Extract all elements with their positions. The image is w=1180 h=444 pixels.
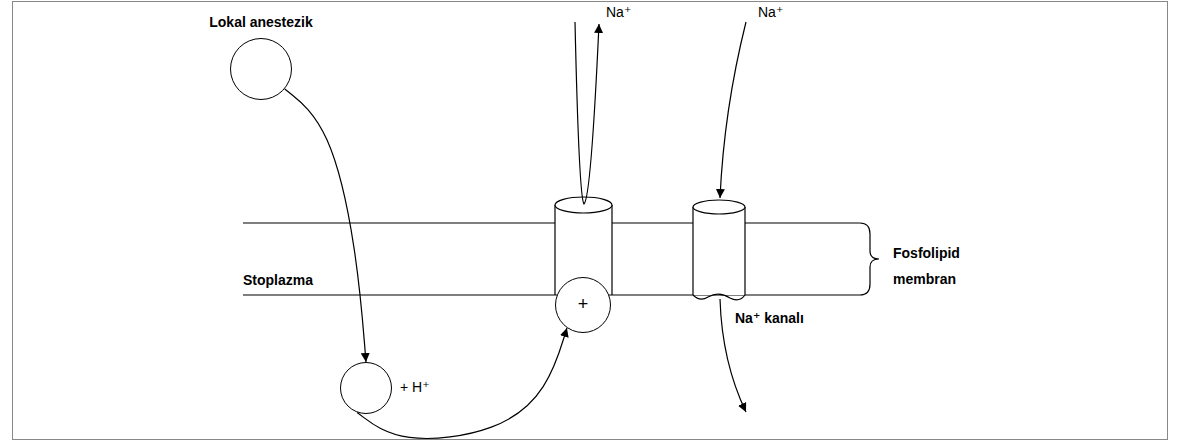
node-text: +	[578, 294, 589, 316]
frame	[13, 2, 1168, 440]
membrane-lines	[243, 223, 860, 295]
membrane-bracket	[860, 223, 879, 295]
region-label: Stoplazma	[243, 272, 313, 289]
channel-label: Na⁺ kanalı	[735, 310, 804, 327]
membrane-label: Fosfolipid membran	[893, 240, 973, 292]
sodium-channel	[693, 200, 745, 300]
node-text: + H⁺	[400, 379, 430, 396]
protonated-molecule: + H⁺	[340, 362, 392, 414]
anesthetic-molecule: Lokal anestezik	[230, 38, 292, 100]
ion-flow-arrow	[575, 22, 746, 412]
ion-label: Na⁺	[606, 4, 631, 21]
ion-label: Na⁺	[758, 4, 783, 21]
node-text: Lokal anestezik	[209, 14, 313, 31]
cation-binding-site: +	[555, 277, 611, 333]
reaction-arrow	[285, 89, 366, 362]
